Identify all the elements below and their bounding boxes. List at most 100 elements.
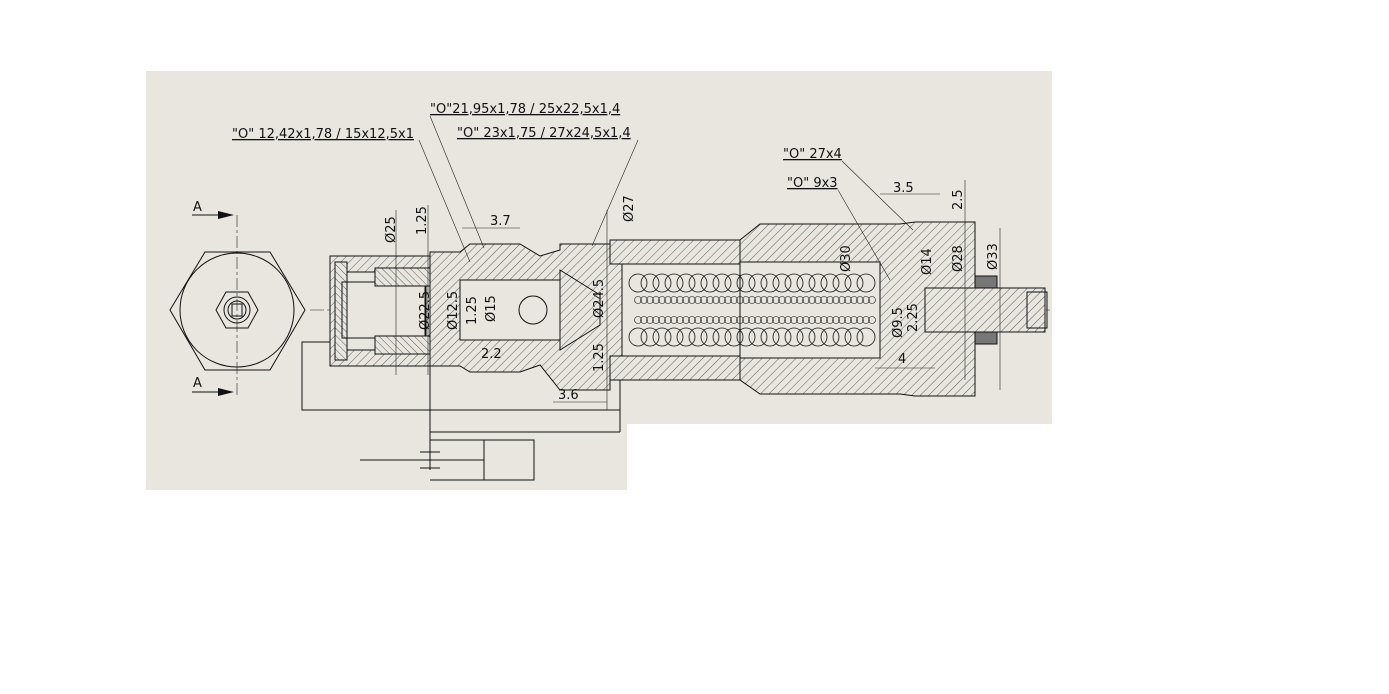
inner-spring-coil — [814, 316, 822, 324]
inner-spring-coil — [718, 296, 726, 304]
inner-spring-coil — [682, 296, 690, 304]
inner-spring-coil — [664, 316, 672, 324]
dim-d30: Ø30 — [839, 245, 854, 272]
spring-coil — [712, 273, 732, 293]
spring-coil — [724, 273, 744, 293]
inner-spring-coil — [826, 296, 834, 304]
inner-spring-coil — [766, 296, 774, 304]
inner-spring-coil — [706, 296, 714, 304]
inner-spring-coil — [736, 316, 744, 324]
inner-spring-coil — [844, 316, 852, 324]
inner-spring-coil — [862, 296, 870, 304]
inner-spring-coil — [850, 296, 858, 304]
dim-d14: Ø14 — [920, 248, 935, 275]
dim-d24-5: Ø24.5 — [592, 279, 607, 318]
inner-spring-coil — [826, 316, 834, 324]
inner-spring-coil — [748, 316, 756, 324]
inner-spring-coil — [754, 316, 762, 324]
inner-spring-coil — [706, 316, 714, 324]
spring-coil — [832, 327, 852, 347]
inner-spring-coil — [742, 316, 750, 324]
inner-spring-coil — [640, 296, 648, 304]
spring-coil — [844, 327, 864, 347]
inner-spring-coil — [688, 316, 696, 324]
inner-spring-coil — [760, 296, 768, 304]
schematic-lines — [301, 341, 621, 481]
end-view — [169, 211, 306, 396]
inner-spring-coil — [748, 296, 756, 304]
dim-3-6: 3.6 — [558, 388, 579, 403]
spring-coil — [808, 273, 828, 293]
spring-coil — [844, 273, 864, 293]
inner-spring-coil — [808, 316, 816, 324]
oring-callout-2: "O"21,95x1,78 / 25x22,5x1,4 — [430, 102, 620, 117]
spring-coil — [712, 327, 732, 347]
spring-coil — [856, 273, 876, 293]
inner-spring-coil — [790, 316, 798, 324]
dim-2-2: 2.2 — [481, 347, 502, 362]
inner-spring-coil — [634, 296, 642, 304]
dim-2-5: 2.5 — [951, 189, 966, 210]
inner-spring-coil — [670, 296, 678, 304]
inner-spring-coil — [796, 316, 804, 324]
spring-coil — [700, 273, 720, 293]
spring-coil — [760, 327, 780, 347]
spring-coil — [628, 273, 648, 293]
section-mark-top: A — [193, 200, 202, 215]
inner-spring-coil — [724, 316, 732, 324]
inner-spring-coil — [844, 296, 852, 304]
inner-spring-coil — [832, 316, 840, 324]
spring-coil — [796, 327, 816, 347]
dim-2-25: 2.25 — [906, 303, 921, 332]
dim-d25: Ø25 — [384, 216, 399, 243]
dim-d15: Ø15 — [484, 295, 499, 322]
inner-spring-coil — [730, 316, 738, 324]
inner-spring-coil — [730, 296, 738, 304]
inner-spring-coil — [646, 296, 654, 304]
inner-spring-coil — [712, 316, 720, 324]
inner-spring-coil — [802, 296, 810, 304]
spring-coil — [676, 327, 696, 347]
inner-spring-coil — [808, 296, 816, 304]
inner-spring-coil — [832, 296, 840, 304]
inner-spring-coil — [670, 316, 678, 324]
spring-coil — [676, 273, 696, 293]
inner-spring-coil — [634, 316, 642, 324]
compression-springs — [628, 273, 876, 347]
section-mark-bottom: A — [193, 376, 202, 391]
spring-coil — [724, 327, 744, 347]
spring-coil — [640, 327, 660, 347]
inner-spring-coil — [682, 316, 690, 324]
dim-d27: Ø27 — [622, 195, 637, 222]
spring-coil — [808, 327, 828, 347]
dim-125-a: 1.25 — [415, 206, 430, 235]
inner-spring-coil — [664, 296, 672, 304]
spring-coil — [820, 327, 840, 347]
spring-coil — [640, 273, 660, 293]
inner-spring-coil — [718, 316, 726, 324]
inner-spring-coil — [772, 316, 780, 324]
dim-d33: Ø33 — [986, 243, 1001, 270]
inner-spring-coil — [640, 316, 648, 324]
inner-spring-coil — [778, 296, 786, 304]
inner-spring-coil — [676, 316, 684, 324]
spring-coil — [688, 273, 708, 293]
inner-spring-coil — [742, 296, 750, 304]
inner-spring-coil — [712, 296, 720, 304]
dim-4: 4 — [898, 352, 906, 367]
spring-coil — [856, 327, 876, 347]
dim-d9-5: Ø9.5 — [891, 307, 906, 338]
inner-spring-coil — [838, 316, 846, 324]
inner-spring-coil — [778, 316, 786, 324]
inner-spring-coil — [772, 296, 780, 304]
oring-callout-3: "O" 23x1,75 / 27x24,5x1,4 — [457, 126, 631, 141]
spring-coil — [652, 327, 672, 347]
inner-spring-coil — [646, 316, 654, 324]
dim-d22-5: Ø22.5 — [418, 291, 433, 330]
dimension-lines — [395, 180, 1001, 410]
spring-coil — [748, 327, 768, 347]
oring-callout-5: "O" 9x3 — [787, 176, 838, 191]
inner-spring-coil — [868, 316, 876, 324]
inner-spring-coil — [652, 316, 660, 324]
